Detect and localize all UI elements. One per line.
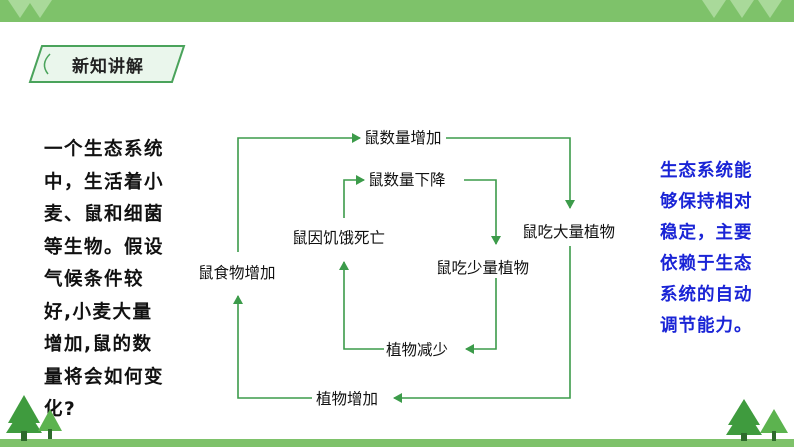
arrow-inner-top-to-right [464,179,501,245]
node-mice-eat-few-plants: 鼠吃少量植物 [434,256,532,278]
bottom-banner [0,439,794,447]
tree-icon [6,395,62,441]
section-title: 新知讲解 [72,57,144,77]
node-plants-increase: 植物增加 [314,387,381,409]
arrow-inner-left-to-top [343,175,365,218]
arrow-inner-bottom-to-left [339,261,384,350]
top-banner [0,0,794,22]
arrow-left-to-top [237,133,361,252]
leaf-icon [8,0,52,18]
arrow-inner-right-to-bottom [465,278,497,354]
node-mice-decrease: 鼠数量下降 [366,168,448,190]
section-heading: 新知讲解 [28,44,186,84]
node-mice-food-increase: 鼠食物增加 [196,261,278,283]
conclusion-text: 生态系统能够保持相对稳定，主要依赖于生态系统的自动调节能力。 [660,161,753,336]
node-mice-eat-many-plants: 鼠吃大量植物 [520,220,618,242]
node-plants-decrease: 植物减少 [384,338,451,360]
arrow-right-to-bottom [393,246,571,403]
arrow-top-to-right [446,137,575,209]
heading-tab-shape [28,45,186,83]
leaf-icon [702,0,782,18]
node-mice-increase: 鼠数量增加 [362,126,444,148]
node-mice-starve: 鼠因饥饿死亡 [290,226,388,248]
tree-icon [726,399,788,441]
arrow-bottom-to-left [233,295,312,399]
question-text: 一个生态系统中，生活着小麦、鼠和细菌等生物。假设气候条件较好,小麦大量增加,鼠的… [44,139,165,420]
